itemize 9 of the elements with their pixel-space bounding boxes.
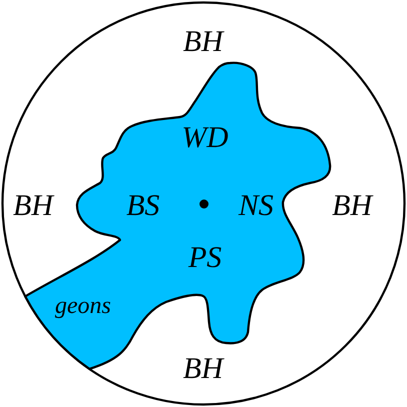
region-label: BH — [183, 354, 223, 384]
region-label: NS — [238, 191, 274, 221]
region-label: WD — [182, 123, 228, 153]
region-label: BH — [183, 27, 223, 57]
region-label: BH — [13, 191, 53, 221]
region-label: PS — [188, 243, 222, 273]
region-label: BS — [126, 191, 160, 221]
region-label: geons — [55, 294, 111, 318]
region-label: BH — [332, 191, 372, 221]
